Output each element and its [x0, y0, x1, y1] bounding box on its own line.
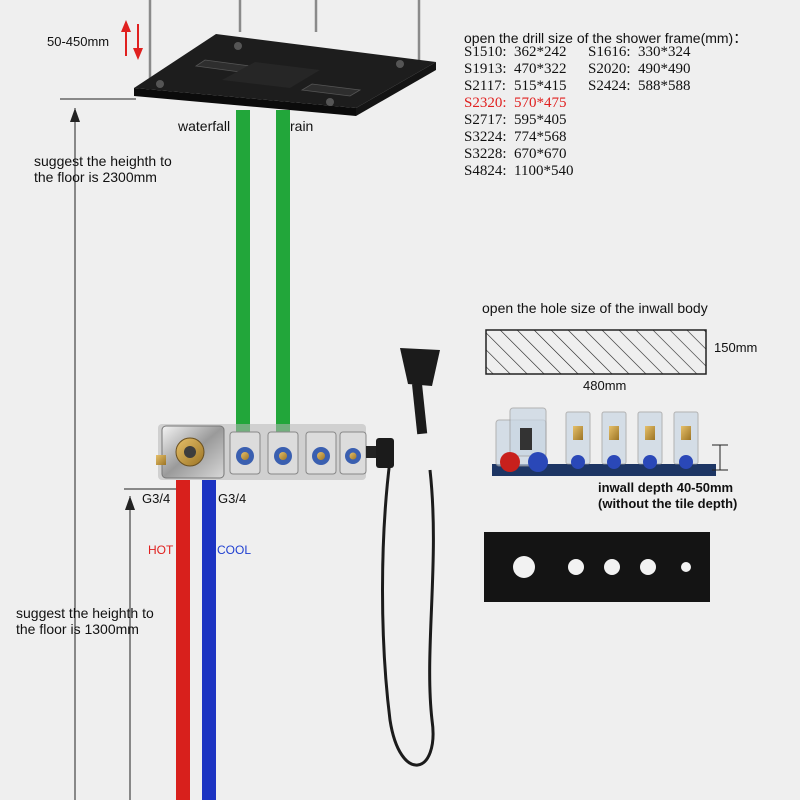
- ceiling-height-line1: suggest the heighth to: [34, 153, 172, 169]
- inwall-width-label: 480mm: [583, 378, 627, 393]
- height-adjust-label: 50-450mm: [47, 34, 110, 49]
- ceiling-height-line2: the floor is 2300mm: [34, 169, 157, 185]
- inwall-opening-drawing: [485, 329, 707, 375]
- supply-pipes: [176, 480, 216, 800]
- spec-row: S2717:595*405: [464, 112, 567, 128]
- spec-row: S2117:515*415: [464, 78, 567, 94]
- spec-row: S1913:470*322: [464, 61, 567, 77]
- inwall-depth-bracket: [712, 444, 728, 471]
- spec-row: S2424:588*588: [588, 78, 691, 94]
- trim-plate: [484, 532, 710, 602]
- ceiling-height-dimension: [60, 98, 136, 800]
- spec-row: S1510:362*242: [464, 44, 567, 60]
- g34-left-label: G3/4: [142, 491, 171, 506]
- inwall-height-label: 150mm: [714, 340, 758, 355]
- valve-height-line2: the floor is 1300mm: [16, 621, 139, 637]
- hand-shower: [376, 348, 440, 767]
- up-down-arrows-icon: [121, 20, 143, 60]
- spec-row: S4824:1100*540: [464, 163, 574, 179]
- concealed-valve-body: [156, 424, 386, 480]
- valve-height-line1: suggest the heighth to: [16, 605, 154, 621]
- valve-height-dimension: [124, 488, 176, 800]
- spec-title: open the drill size of the shower frame(…: [464, 30, 748, 46]
- waterfall-label: waterfall: [178, 118, 231, 134]
- inwall-hole-title: open the hole size of the inwall body: [482, 300, 708, 316]
- spec-row: S3224:774*568: [464, 129, 567, 145]
- inwall-depth-line1: inwall depth 40-50mm: [598, 480, 734, 495]
- cool-label: COOL: [217, 543, 252, 557]
- inwall-body-drawing: [492, 407, 716, 476]
- up-arrow-icon: [70, 108, 80, 122]
- hot-label: HOT: [148, 543, 174, 557]
- ceiling-rods: [148, 0, 421, 92]
- rain-label: rain: [290, 118, 314, 134]
- g34-right-label: G3/4: [218, 491, 247, 506]
- green-pipes: [236, 110, 290, 438]
- inwall-depth-line2: (without the tile depth): [598, 496, 738, 511]
- spec-row: S3228:670*670: [464, 146, 567, 162]
- spec-row: S2020:490*490: [588, 61, 691, 77]
- spec-row-highlighted: S2320:570*475: [464, 95, 567, 111]
- rain-shower-head: [134, 34, 436, 116]
- spec-row: S1616:330*324: [588, 44, 691, 60]
